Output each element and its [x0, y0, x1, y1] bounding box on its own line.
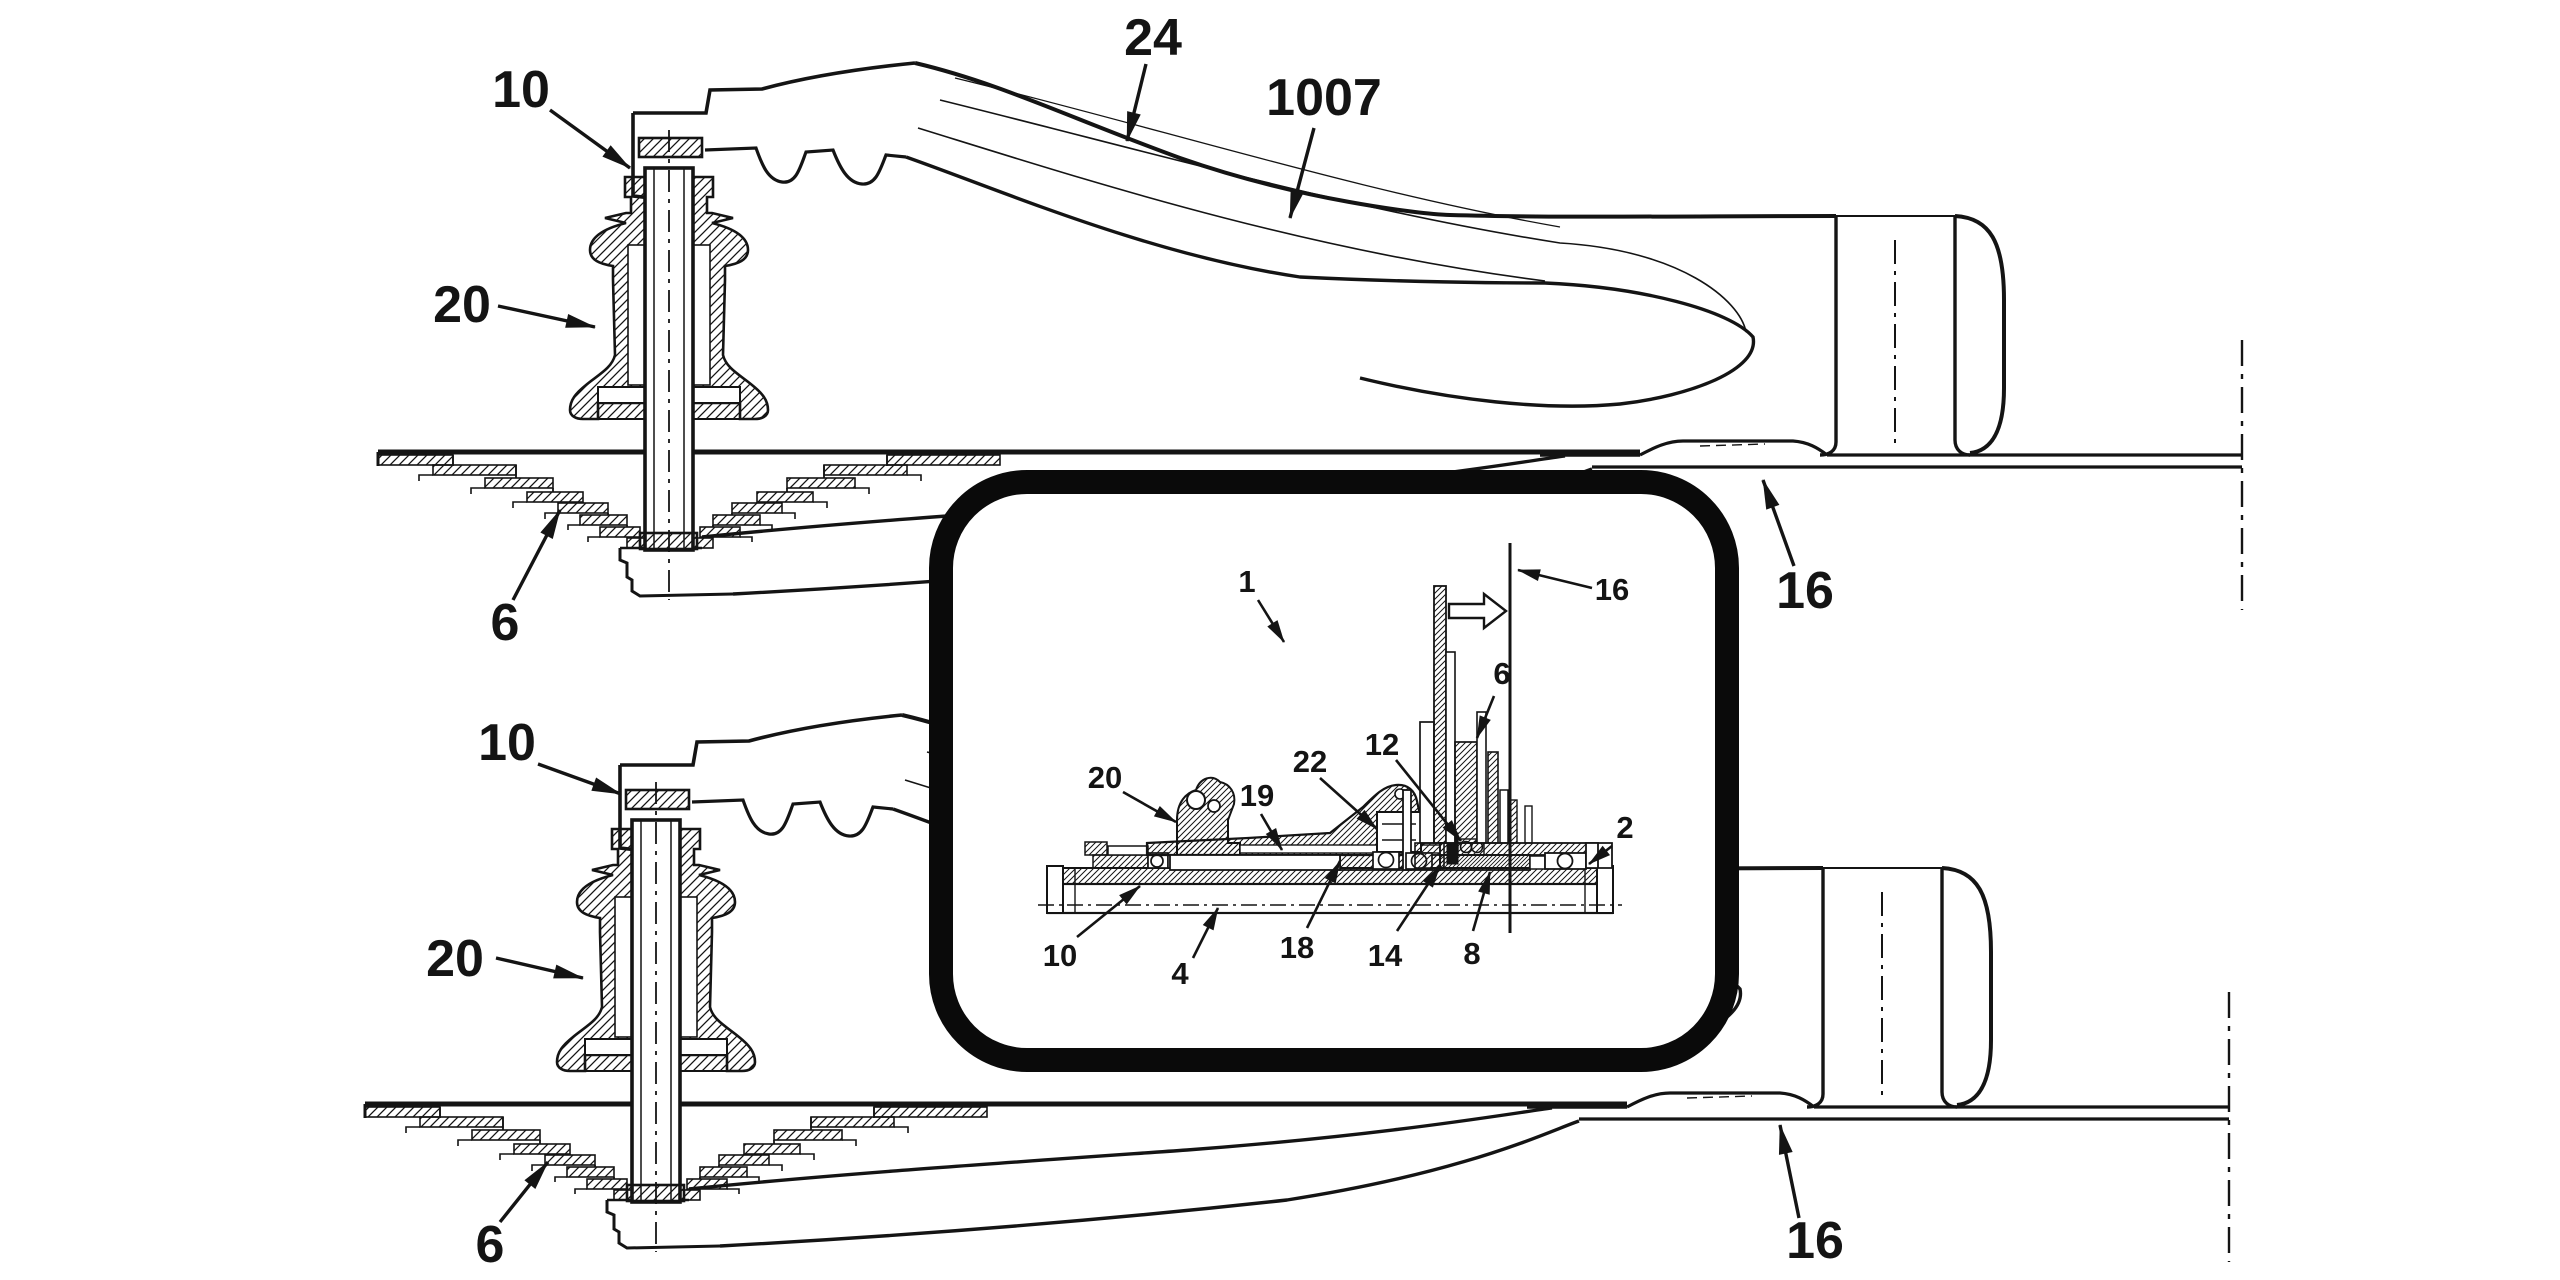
- leader-arrow-16: [1517, 568, 1593, 590]
- leader-arrow-6-bot: [498, 1160, 550, 1224]
- leader-arrow-14: [1395, 865, 1442, 932]
- leader-arrow-6-top: [511, 509, 562, 601]
- leader-arrow-24: [1125, 63, 1148, 142]
- ref-label-1007: 1007: [1266, 69, 1382, 127]
- leader-arrow-4: [1191, 907, 1220, 959]
- leader-arrow-10-top: [549, 108, 631, 170]
- ref-label-22: 22: [1293, 744, 1327, 779]
- leader-arrow-2: [1588, 844, 1613, 866]
- reference-labels-inset: 1 16 6 12 22 20 19 2 10 4 18 14 8: [1043, 564, 1634, 991]
- ref-label-16: 16: [1595, 572, 1629, 607]
- inset-clevis-22: [1376, 811, 1422, 853]
- ref-label-10-top: 10: [492, 61, 550, 119]
- leader-arrow-16-bot: [1778, 1124, 1801, 1219]
- ref-label-20-bot: 20: [426, 930, 484, 988]
- ref-label-4: 4: [1171, 956, 1189, 991]
- ref-label-6-bot: 6: [476, 1216, 505, 1274]
- inset-sprocket-stack: [1414, 585, 1533, 869]
- inset-axle-assembly: [1038, 865, 1622, 915]
- leader-arrow-18: [1305, 860, 1342, 929]
- ref-label-1: 1: [1238, 564, 1255, 599]
- leader-arrow-20: [1122, 790, 1177, 824]
- leader-arrow-20-top: [497, 304, 596, 329]
- leader-arrow-1007: [1288, 127, 1316, 219]
- inset-right-section: [1439, 842, 1613, 871]
- leader-arrow-8: [1471, 871, 1492, 932]
- inset-cavity-18: [1169, 854, 1341, 871]
- leader-arrow-10: [1076, 884, 1141, 939]
- ref-label-6-top: 6: [491, 594, 520, 652]
- hollow-right-arrow-icon: [1447, 591, 1508, 631]
- leader-arrow-12: [1394, 759, 1463, 842]
- ref-label-20: 20: [1088, 760, 1122, 795]
- ref-label-16-bot: 16: [1786, 1212, 1844, 1270]
- ref-label-2: 2: [1616, 810, 1633, 845]
- inset-bearing-2: [1556, 852, 1574, 870]
- inset-seal-wall: [1402, 789, 1412, 871]
- leader-arrow-22: [1319, 777, 1378, 830]
- ref-label-10-bot: 10: [478, 714, 536, 772]
- leader-arrow-1: [1256, 599, 1286, 643]
- ref-label-24: 24: [1124, 9, 1182, 67]
- ref-label-16-top: 16: [1776, 562, 1834, 620]
- ref-label-18: 18: [1280, 930, 1314, 965]
- leader-arrow-19: [1259, 813, 1284, 851]
- leader-arrow-16-top: [1761, 479, 1796, 567]
- inset-axle: [1046, 882, 1614, 915]
- ref-label-8: 8: [1463, 936, 1480, 971]
- ref-label-14: 14: [1368, 938, 1403, 973]
- ref-label-19: 19: [1240, 778, 1274, 813]
- inset-block-8: [1439, 854, 1531, 871]
- ref-label-12: 12: [1365, 727, 1399, 762]
- leader-arrow-10-bot: [537, 762, 622, 796]
- inset-border: [929, 470, 1739, 1072]
- leader-arrow-20-bot: [495, 956, 584, 980]
- ref-label-20-top: 20: [433, 276, 491, 334]
- inset-detail-box: [929, 470, 1739, 1072]
- leader-arrow-6: [1475, 695, 1496, 739]
- ref-label-6: 6: [1493, 656, 1510, 691]
- ref-label-10: 10: [1043, 938, 1077, 973]
